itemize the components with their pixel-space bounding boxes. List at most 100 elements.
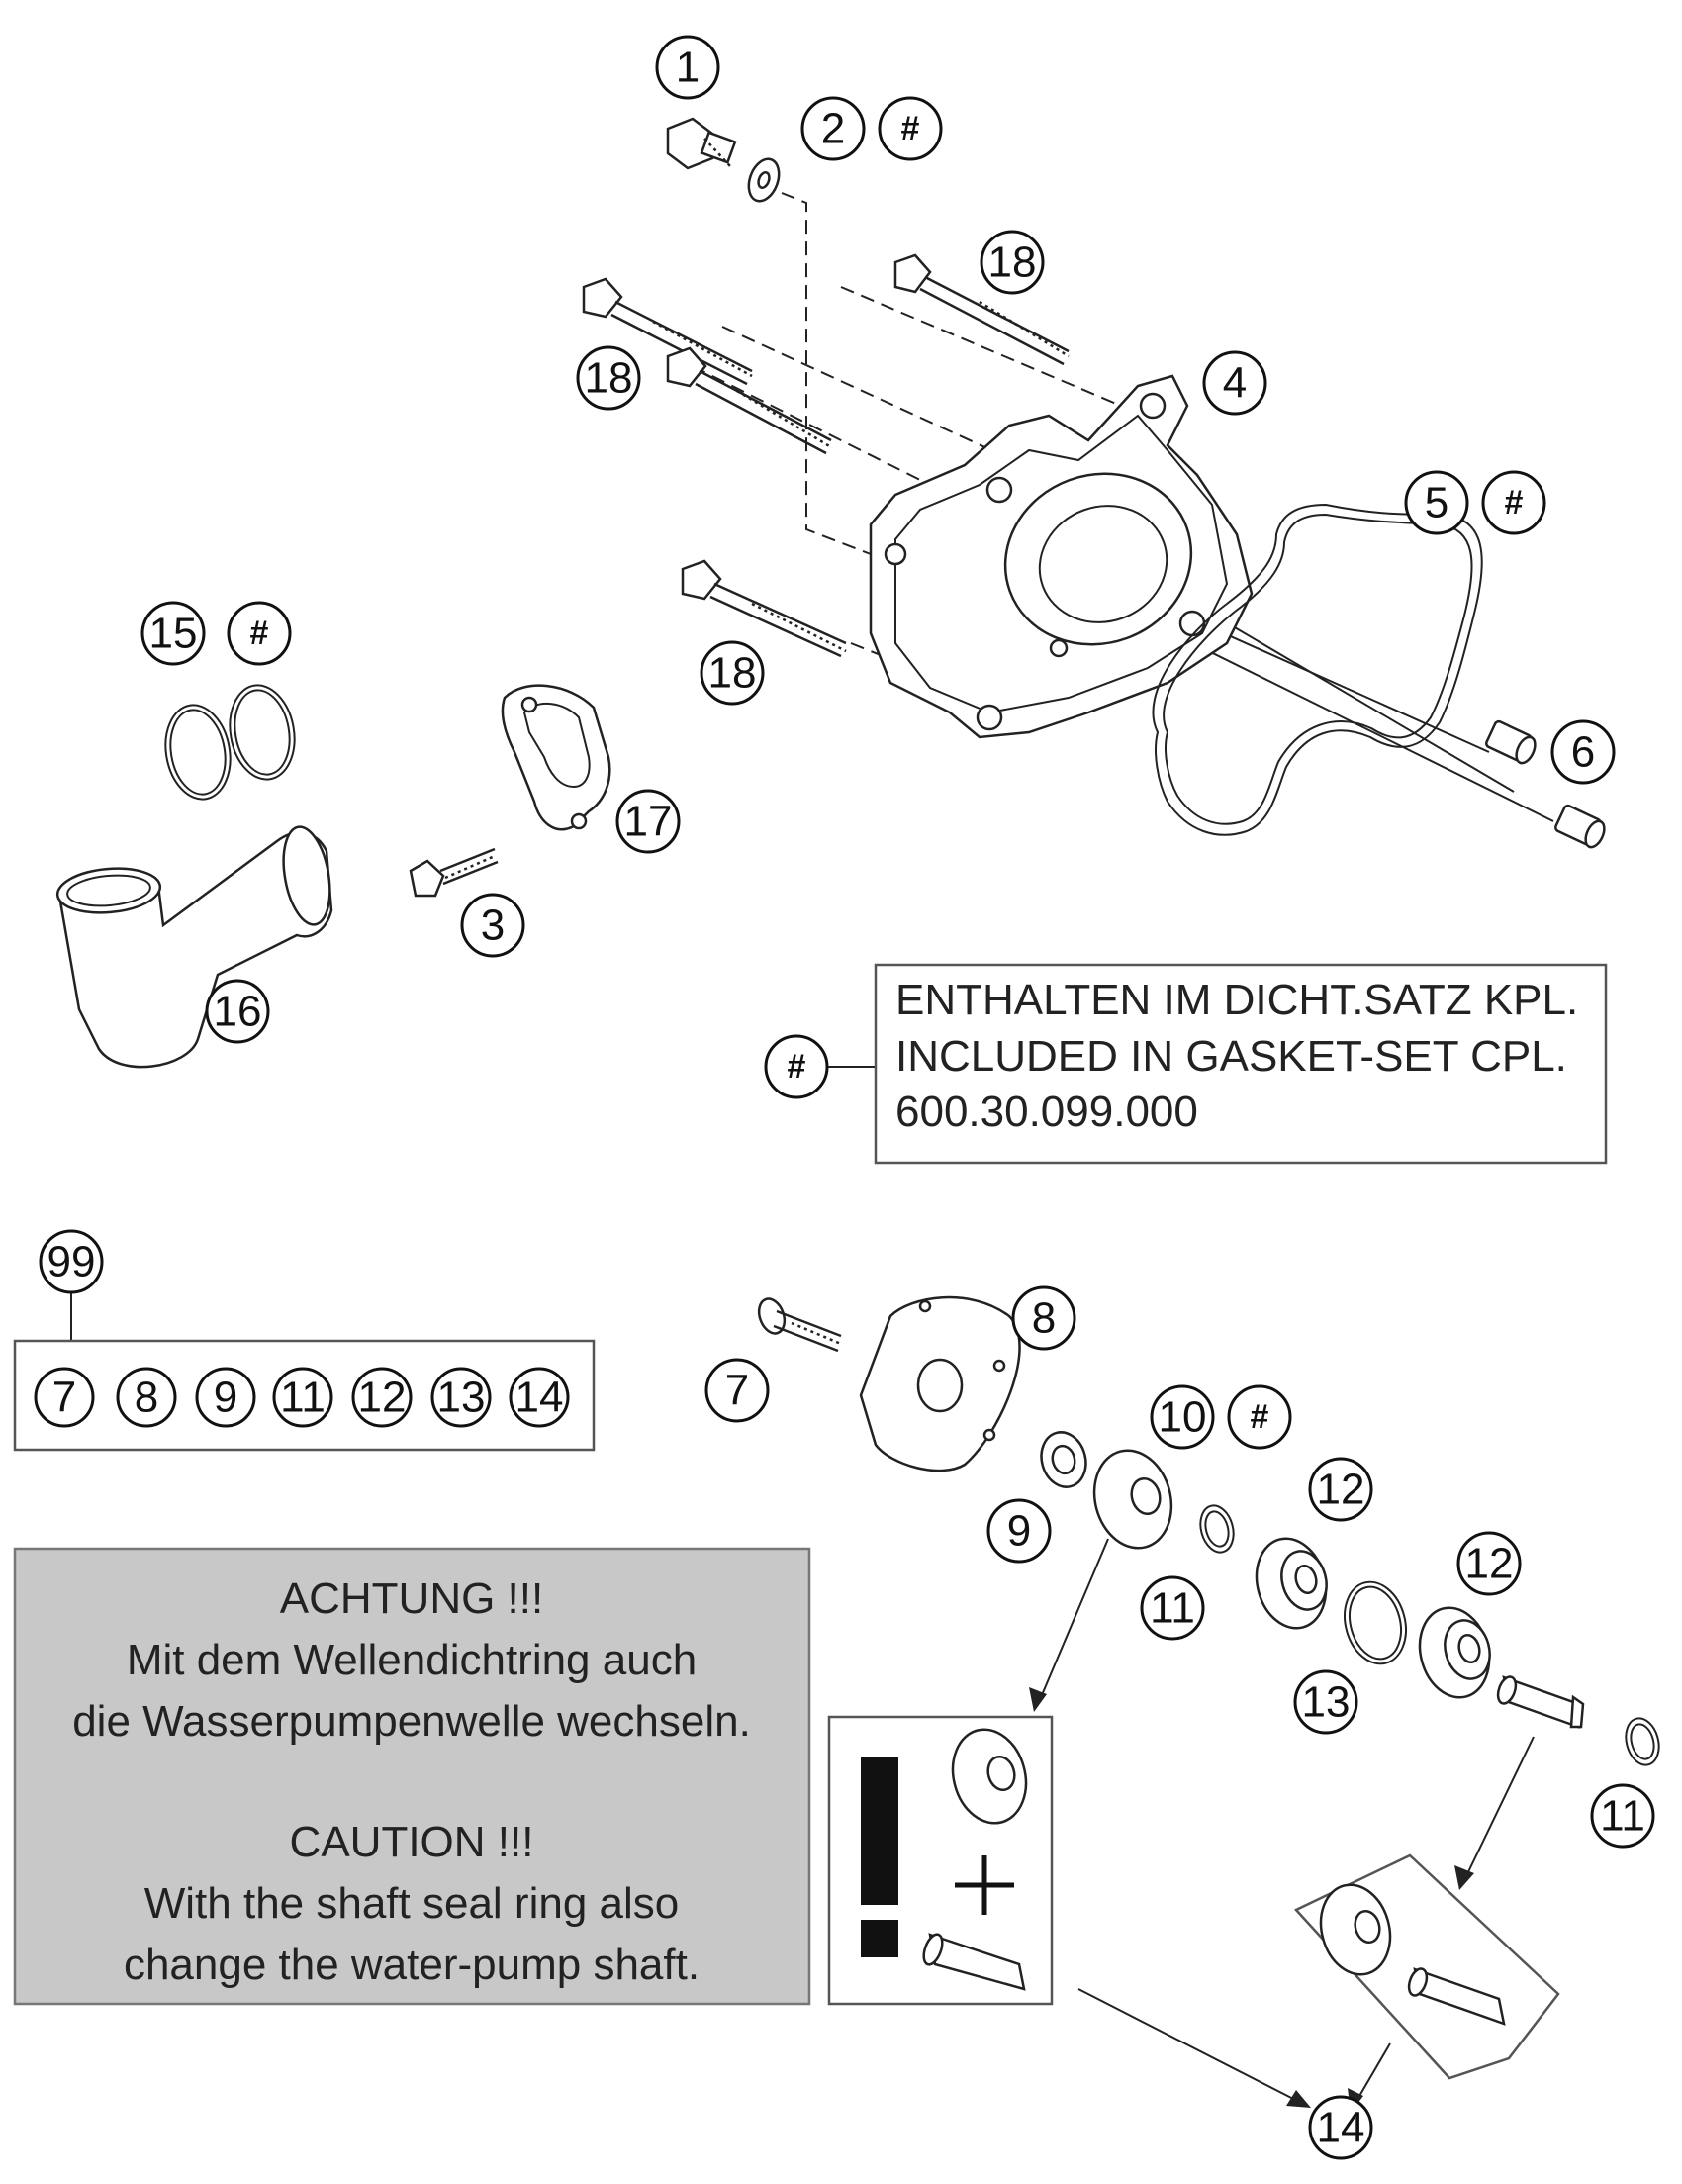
- part-10-shaft-seal: [1092, 1449, 1173, 1550]
- svg-text:2: 2: [821, 105, 845, 153]
- part-7-screw: [757, 1297, 842, 1353]
- svg-text:17: 17: [624, 798, 673, 846]
- callout-11-upper: 11: [1140, 1575, 1205, 1641]
- part-16-elbow-pipe: [55, 825, 333, 1069]
- svg-text:7: 7: [52, 1374, 76, 1422]
- gasket-note-line1: ENTHALTEN IM DICHT.SATZ KPL.: [895, 976, 1578, 1024]
- callout-12-upper: 12: [1308, 1457, 1373, 1522]
- callout-16: 16: [205, 979, 270, 1044]
- warning-de-title: ACHTUNG !!!: [280, 1574, 543, 1623]
- svg-text:#: #: [1251, 1398, 1269, 1436]
- callout-17: 17: [615, 789, 681, 854]
- callout-5-hash: #: [1481, 470, 1546, 535]
- part-1-bolt: [666, 117, 737, 170]
- kit-box-right: [1293, 1853, 1560, 2080]
- part-11-circlip-lower: [1625, 1717, 1660, 1766]
- part-9-washer: [1040, 1431, 1087, 1488]
- bolt-18-b: [582, 277, 753, 386]
- svg-text:11: 11: [280, 1374, 326, 1422]
- callout-18-top: 18: [980, 230, 1045, 295]
- svg-text:13: 13: [437, 1374, 486, 1422]
- svg-text:4: 4: [1223, 359, 1247, 408]
- svg-text:14: 14: [1317, 2104, 1365, 2152]
- svg-text:1: 1: [676, 44, 700, 92]
- svg-text:#: #: [788, 1048, 806, 1086]
- kit-item-12: 12: [351, 1367, 413, 1428]
- svg-text:6: 6: [1571, 728, 1595, 777]
- part-8-impeller: [859, 1295, 1021, 1472]
- kit-item-9: 9: [195, 1367, 256, 1428]
- part-18-bolts: [582, 253, 1070, 658]
- svg-text:#: #: [901, 110, 920, 147]
- gasket-note-line3: 600.30.099.000: [895, 1088, 1198, 1136]
- callout-7: 7: [704, 1358, 770, 1423]
- callout-8: 8: [1011, 1285, 1076, 1351]
- callout-1: 1: [655, 35, 720, 100]
- svg-text:11: 11: [1150, 1584, 1195, 1633]
- callout-2-hash: #: [878, 96, 943, 161]
- kit-item-13: 13: [430, 1367, 492, 1428]
- part-12-bearing-upper: [1255, 1537, 1328, 1630]
- warning-note: ACHTUNG !!! Mit dem Wellendichtring auch…: [13, 1547, 811, 2006]
- callout-11-lower: 11: [1590, 1783, 1655, 1849]
- svg-text:18: 18: [988, 238, 1037, 287]
- kit-arrows: [1029, 1538, 1535, 2113]
- part-2-washer: [747, 157, 781, 203]
- part-13-ring: [1344, 1580, 1407, 1665]
- svg-text:5: 5: [1425, 479, 1448, 527]
- callout-6: 6: [1550, 719, 1616, 785]
- part-3-bolt: [409, 847, 499, 898]
- part-5-gasket: [1152, 503, 1483, 836]
- bolt-18-d: [681, 559, 847, 658]
- svg-text:12: 12: [1317, 1466, 1365, 1514]
- gasket-set-note: ENTHALTEN IM DICHT.SATZ KPL. INCLUDED IN…: [826, 963, 1608, 1165]
- callout-15: 15: [140, 601, 206, 666]
- callout-18-left: 18: [576, 345, 641, 411]
- svg-text:7: 7: [725, 1367, 749, 1415]
- warning-de-line1: Mit dem Wellendichtring auch: [127, 1636, 697, 1684]
- callout-14: 14: [1308, 2095, 1373, 2160]
- svg-text:18: 18: [708, 649, 757, 698]
- svg-text:12: 12: [358, 1374, 407, 1422]
- callout-15-hash: #: [227, 601, 292, 666]
- gasket-note-line2: INCLUDED IN GASKET-SET CPL.: [895, 1032, 1567, 1081]
- callout-5: 5: [1404, 470, 1469, 535]
- callout-9: 9: [986, 1498, 1052, 1564]
- svg-text:3: 3: [481, 902, 505, 950]
- callout-3: 3: [460, 893, 525, 958]
- kit-item-11: 11: [272, 1367, 333, 1428]
- callout-gasket-hash: #: [764, 1034, 829, 1099]
- callout-2: 2: [800, 96, 866, 161]
- bolt-18-a: [893, 253, 1070, 366]
- svg-text:9: 9: [214, 1374, 237, 1422]
- warning-en-title: CAUTION !!!: [290, 1818, 534, 1866]
- svg-text:#: #: [1505, 484, 1524, 522]
- callout-12-lower: 12: [1456, 1531, 1522, 1596]
- kit-item-8: 8: [116, 1367, 177, 1428]
- svg-text:10: 10: [1159, 1393, 1207, 1442]
- svg-text:12: 12: [1465, 1540, 1514, 1588]
- part-12-bearing-lower: [1418, 1606, 1491, 1699]
- warning-en-line2: change the water-pump shaft.: [124, 1941, 700, 1989]
- warning-de-line2: die Wasserpumpenwelle wechseln.: [72, 1697, 751, 1746]
- callout-4: 4: [1202, 350, 1267, 416]
- svg-text:16: 16: [214, 988, 262, 1036]
- warning-en-line1: With the shaft seal ring also: [144, 1879, 679, 1928]
- svg-text:15: 15: [149, 610, 198, 658]
- part-11-circlip-upper: [1199, 1504, 1235, 1554]
- callout-10-hash: #: [1227, 1384, 1292, 1450]
- svg-text:14: 14: [515, 1374, 564, 1422]
- bolt-18-c: [666, 346, 832, 455]
- part-15-o-rings: [164, 684, 296, 801]
- part-4-pump-cover: [869, 374, 1254, 739]
- svg-text:8: 8: [135, 1374, 158, 1422]
- svg-text:99: 99: [47, 1238, 96, 1286]
- callout-18-mid: 18: [700, 640, 765, 706]
- part-17-flange-gasket: [501, 684, 611, 831]
- kit-item-7: 7: [34, 1367, 95, 1428]
- svg-text:8: 8: [1032, 1294, 1056, 1343]
- exclamation-icon: [861, 1757, 898, 1905]
- svg-text:#: #: [250, 615, 269, 652]
- replacement-kit-box: [827, 1715, 1054, 2006]
- callout-13: 13: [1293, 1669, 1358, 1735]
